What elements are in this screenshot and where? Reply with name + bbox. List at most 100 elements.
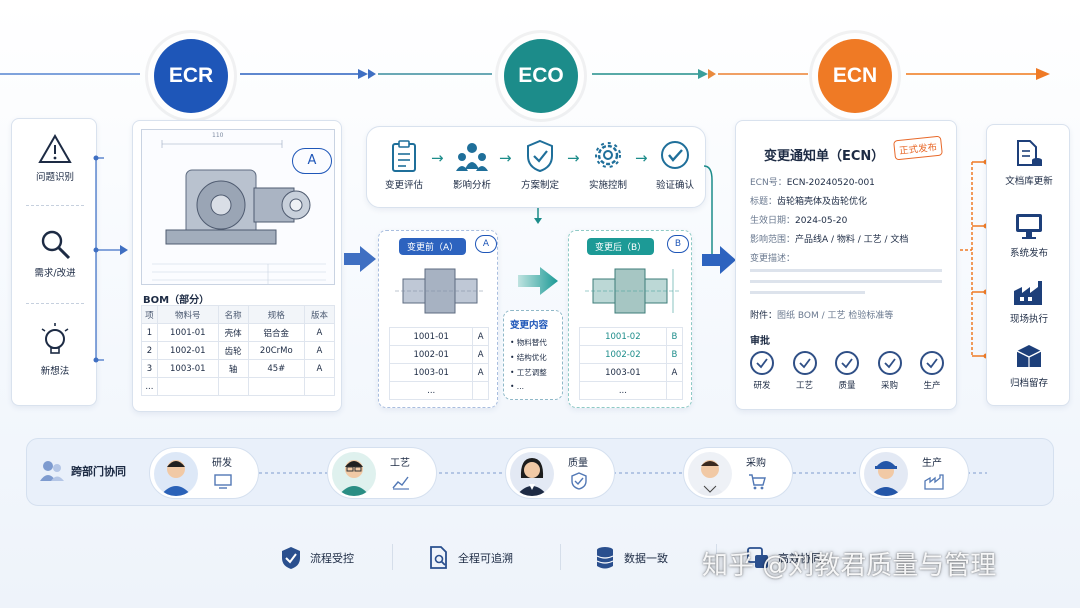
person-role: 研发 <box>212 458 232 469</box>
step-label: 验证确认 <box>655 180 694 191</box>
archive-box-icon <box>1016 345 1042 367</box>
after-title: 变更后（B） <box>587 238 655 255</box>
eco-step-impact: 影响分析 <box>445 139 499 191</box>
arrow-right-icon <box>702 246 736 274</box>
person-role: 生产 <box>922 458 942 469</box>
collab-title-group: 跨部门协同 <box>39 459 126 483</box>
step-label: 需求/改进 <box>34 268 76 279</box>
bom-title: BOM（部分） <box>143 295 210 306</box>
factory-icon <box>1014 281 1042 305</box>
eco-steps-card: 变更评估 → 影响分析 → 方案制定 → 实施控制 → 验证确认 <box>366 126 706 208</box>
part-drawing-before <box>395 268 485 314</box>
team-icon <box>456 143 488 171</box>
table-header: 物料号 <box>156 305 219 324</box>
table-header: 项 <box>141 305 158 324</box>
arrow-icon: → <box>431 149 444 167</box>
ecn-field: 影响范围：产品线A / 物料 / 工艺 / 文档 <box>750 235 909 245</box>
footer-collaboration: 高效协同 <box>746 546 822 570</box>
database-icon <box>596 547 614 569</box>
eco-step-verify: 验证确认 <box>647 139 703 191</box>
change-content-box: 变更内容 • 物料替代 • 结构优化 • 工艺调整 • ... <box>503 310 563 400</box>
official-release-stamp: 正式发布 <box>893 135 943 161</box>
ecn-field: 生效日期：2024-05-20 <box>750 216 848 226</box>
left-connector <box>93 155 128 363</box>
drawing-dimension: 110 <box>212 132 224 139</box>
eco-step-implement: 实施控制 <box>581 139 635 191</box>
list-item: • 物料替代 <box>510 338 547 347</box>
search-icon <box>41 230 71 260</box>
person-role: 工艺 <box>390 458 410 469</box>
step-label: 影响分析 <box>452 180 491 191</box>
step-label: 现场执行 <box>1009 314 1048 325</box>
list-item: • 工艺调整 <box>510 368 547 377</box>
attachments: 附件：图纸 BOM / 工艺 检验标准等 <box>750 311 894 321</box>
change-content-title: 变更内容 <box>510 320 549 331</box>
check-icon <box>750 351 774 375</box>
approver: 研发 <box>742 351 782 391</box>
footer-consistent: 数据一致 <box>594 546 668 570</box>
technical-drawing: 110 A <box>141 129 335 285</box>
footer-label: 数据一致 <box>624 552 668 565</box>
approver: 生产 <box>912 351 952 391</box>
eco-badge: ECO <box>504 39 578 113</box>
step-requirement: 需求/改进 <box>12 227 98 279</box>
step-doc-update: 文档库更新 <box>987 139 1071 187</box>
table-row: ... <box>388 381 489 400</box>
clipboard-icon <box>392 140 416 172</box>
down-arrow-icon <box>534 208 542 224</box>
person-process: 工艺 <box>327 447 437 499</box>
footer-label: 高效协同 <box>778 552 822 565</box>
step-idea: 新想法 <box>12 321 98 377</box>
cart-icon <box>749 474 766 490</box>
table-row: ... <box>579 381 684 400</box>
arrow-right-icon <box>518 267 558 295</box>
avatar <box>510 452 554 496</box>
computer-icon <box>214 474 232 489</box>
left-steps-panel: 问题识别 需求/改进 新想法 <box>11 118 97 406</box>
step-label: 方案制定 <box>520 180 559 191</box>
list-item: • ... <box>510 382 524 391</box>
table-header: 版本 <box>303 305 336 324</box>
shield-check-icon <box>282 547 300 569</box>
check-icon <box>920 351 944 375</box>
description-lines <box>750 269 942 294</box>
list-item: • 结构优化 <box>510 353 547 362</box>
footer-controlled: 流程受控 <box>280 546 354 570</box>
cloud-b-icon: B <box>667 235 689 253</box>
before-title: 变更前（A） <box>399 238 467 255</box>
avatar <box>332 452 376 496</box>
right-steps-panel: 文档库更新 系统发布 现场执行 归档留存 <box>986 124 1070 406</box>
approver: 质量 <box>827 351 867 391</box>
ecn-field: 变更描述： <box>750 254 796 264</box>
cloud-a-icon: A <box>475 235 497 253</box>
person-production: 生产 <box>859 447 969 499</box>
gearbox-drawing <box>152 140 326 284</box>
footer-label: 流程受控 <box>310 552 354 565</box>
avatar <box>864 452 908 496</box>
factory-icon <box>924 474 944 490</box>
arrow-icon: → <box>635 149 648 167</box>
check-icon <box>835 351 859 375</box>
collab-dashed-line <box>187 472 987 474</box>
collab-title: 跨部门协同 <box>71 465 126 478</box>
step-label: 实施控制 <box>588 180 627 191</box>
person-role: 采购 <box>746 458 766 469</box>
person-quality: 质量 <box>505 447 615 499</box>
ecn-badge: ECN <box>818 39 892 113</box>
person-purchase: 采购 <box>683 447 793 499</box>
avatar <box>154 452 198 496</box>
check-icon <box>792 351 817 375</box>
cloud-a-icon: A <box>292 148 332 174</box>
part-drawing-after <box>585 268 679 314</box>
